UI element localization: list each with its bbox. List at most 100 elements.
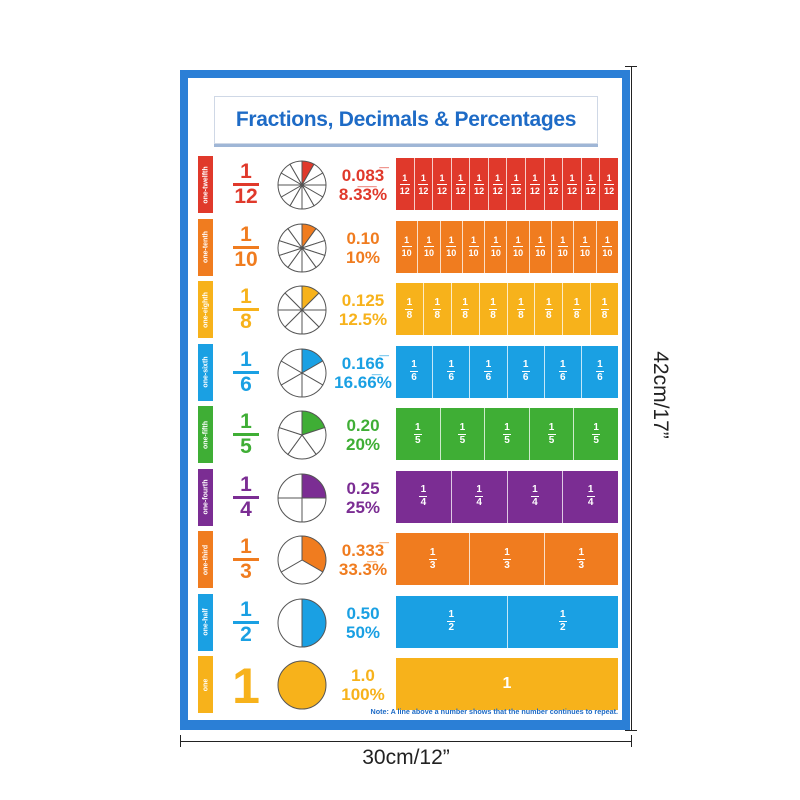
cell-denominator: 8 — [406, 309, 413, 321]
fraction-name-tab: one-third — [198, 531, 213, 588]
cell-numerator: 1 — [476, 484, 482, 495]
cell-denominator: 8 — [434, 309, 441, 321]
cell-denominator: 10 — [513, 248, 524, 258]
fraction-denominator: 2 — [240, 622, 252, 646]
cell-fraction-line — [529, 183, 540, 185]
cell-numerator: 1 — [560, 235, 566, 245]
cell-fraction-line — [419, 496, 428, 497]
cell-fraction-line — [548, 183, 559, 185]
cell-fraction-line — [516, 308, 525, 310]
pie-slice — [301, 497, 327, 523]
fraction-name-label: one-sixth — [202, 356, 209, 388]
cell-denominator: 8 — [490, 309, 496, 321]
cell-numerator: 1 — [518, 296, 524, 308]
fraction-numerator: 1 — [240, 285, 252, 308]
cell-denominator: 5 — [593, 434, 599, 446]
height-dimension-line — [631, 66, 632, 730]
cell-denominator: 4 — [587, 497, 594, 508]
cell-numerator: 1 — [406, 296, 413, 308]
width-dimension-line — [180, 741, 632, 742]
fraction-pie-chart — [277, 160, 327, 210]
cell-fraction-line — [492, 183, 503, 185]
fraction-name-label: one-twelfth — [202, 165, 209, 204]
pie-slice-filled — [277, 660, 327, 710]
cell-numerator: 1 — [582, 235, 588, 245]
poster-content: Fractions, Decimals & Percentages one-tw… — [188, 78, 622, 720]
cell-numerator: 1 — [546, 296, 552, 308]
cell-fraction-line — [547, 433, 556, 435]
cell-denominator: 10 — [580, 248, 591, 258]
cell-denominator: 10 — [401, 248, 412, 258]
cell-denominator: 12 — [399, 185, 410, 196]
pie-slice — [277, 597, 303, 648]
fraction-pie-chart — [277, 285, 327, 335]
cell-fraction-line — [489, 308, 498, 310]
poster-title: Fractions, Decimals & Percentages — [235, 108, 577, 131]
fraction-name-label: one-fourth — [202, 479, 209, 515]
cell-numerator: 1 — [476, 172, 482, 183]
cell-denominator: 12 — [566, 185, 577, 196]
cell-numerator: 1 — [490, 296, 496, 308]
cell-fraction-line — [418, 183, 429, 185]
cell-fraction-line — [566, 183, 577, 185]
cell-denominator: 4 — [532, 497, 538, 508]
decimal-value: 0.125 — [341, 291, 385, 310]
cell-fraction-line — [585, 183, 596, 185]
cell-numerator: 1 — [587, 484, 594, 495]
cell-denominator: 6 — [448, 372, 455, 383]
cell-denominator: 12 — [604, 185, 615, 196]
fraction-bar-line — [233, 558, 259, 561]
cell-denominator: 3 — [504, 559, 510, 571]
fraction-name-label: one-third — [202, 544, 209, 575]
cell-denominator: 3 — [578, 559, 585, 571]
fraction-name-tab: one-half — [198, 593, 213, 651]
cell-fraction-line — [410, 371, 419, 372]
fractions-poster: Fractions, Decimals & Percentages one-tw… — [180, 70, 630, 730]
height-dimension-tick-bottom — [625, 730, 637, 731]
decimal-percent: 0.083̅8.3̅3̅% — [330, 166, 396, 204]
fraction-name-label: one-fifth — [202, 420, 209, 449]
fraction-name-tab: one-tenth — [198, 218, 213, 276]
fraction-pie-chart — [277, 472, 327, 523]
cell-denominator: 12 — [418, 185, 429, 196]
fraction-bar-strip: 1 — [396, 658, 618, 710]
cell-fraction-line — [558, 371, 567, 372]
cell-fraction-line — [458, 433, 467, 435]
pie-slice — [280, 559, 324, 585]
cell-numerator: 1 — [550, 172, 556, 183]
fraction-pie-chart — [277, 597, 327, 648]
cell-numerator: 1 — [471, 235, 477, 245]
cell-denominator: 5 — [459, 434, 466, 446]
cell-numerator: 1 — [402, 172, 408, 183]
cell-fraction-line — [455, 183, 466, 185]
percent-value: 100% — [341, 685, 385, 704]
